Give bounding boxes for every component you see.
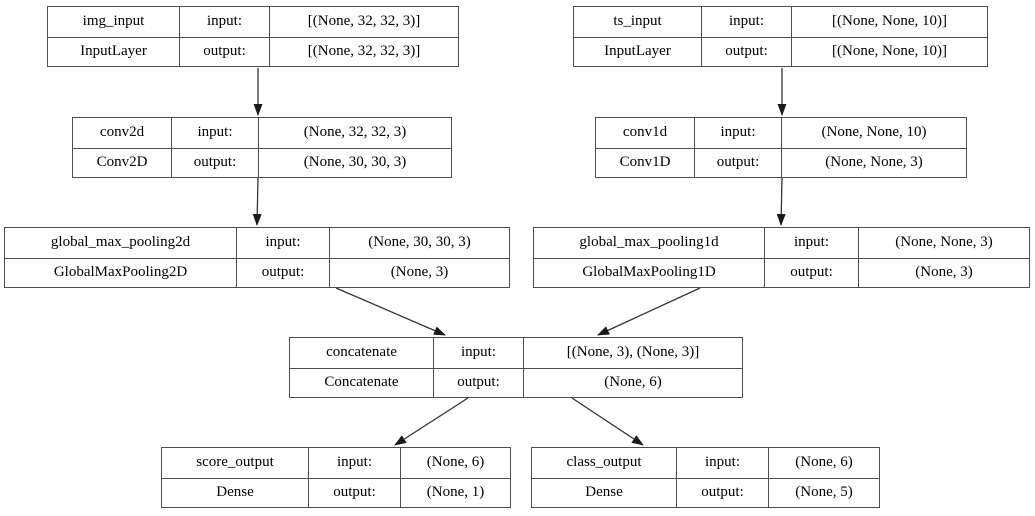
output-label: output: (308, 477, 400, 507)
input-shape: (None, None, 3) (858, 228, 1029, 258)
input-shape: [(None, None, 10)] (791, 7, 987, 37)
output-label: output: (236, 257, 329, 287)
input-shape: (None, 30, 30, 3) (329, 228, 509, 258)
node-conv2d: conv2d input: (None, 32, 32, 3) Conv2D o… (72, 117, 452, 178)
output-shape: (None, 3) (858, 257, 1029, 287)
output-shape: [(None, 32, 32, 3)] (269, 36, 458, 66)
layer-name: class_output (566, 454, 642, 471)
output-shape: (None, 30, 30, 3) (258, 147, 451, 177)
layer-name: concatenate (326, 344, 397, 361)
layer-name: global_max_pooling2d (50, 234, 191, 251)
input-label: input: (676, 448, 768, 478)
layer-name: conv1d (622, 124, 668, 141)
output-label: output: (694, 147, 781, 177)
edge-conv2d-global_max_pooling2d (252, 177, 262, 226)
layer-name: img_input (82, 13, 145, 30)
edge-global_max_pooling2d-concatenate (335, 287, 446, 336)
layer-class: InputLayer (574, 36, 701, 67)
node-concatenate: concatenate input: [(None, 3), (None, 3)… (289, 337, 743, 398)
input-label: input: (171, 118, 258, 148)
node-ts_input: ts_input input: [(None, None, 10)] Input… (573, 6, 988, 67)
output-label: output: (179, 36, 269, 66)
output-label: output: (171, 147, 258, 177)
layer-class: Conv2D (73, 147, 171, 178)
input-label: input: (701, 7, 791, 37)
layer-class: InputLayer (48, 36, 179, 67)
output-shape: [(None, None, 10)] (791, 36, 987, 66)
node-global_max_pooling1d: global_max_pooling1d input: (None, None,… (533, 227, 1030, 288)
input-shape: (None, 6) (400, 448, 510, 478)
layer-class: GlobalMaxPooling2D (5, 257, 236, 288)
layer-class: Concatenate (290, 367, 433, 398)
layer-name: score_output (196, 454, 274, 471)
node-conv1d: conv1d input: (None, None, 10) Conv1D ou… (595, 117, 967, 178)
layer-class: Conv1D (596, 147, 694, 178)
layer-name: global_max_pooling1d (579, 234, 719, 251)
edge-concatenate-score_output (394, 397, 469, 446)
output-shape: (None, 3) (329, 257, 509, 287)
input-label: input: (433, 338, 523, 368)
output-label: output: (764, 257, 858, 287)
output-label: output: (676, 477, 768, 507)
layer-class: GlobalMaxPooling1D (534, 257, 764, 288)
output-shape: (None, 5) (768, 477, 879, 507)
layer-class: Dense (532, 477, 676, 508)
output-label: output: (433, 367, 523, 397)
output-shape: (None, None, 3) (781, 147, 966, 177)
input-label: input: (236, 228, 329, 258)
input-shape: [(None, 32, 32, 3)] (269, 7, 458, 37)
layer-class: Dense (162, 477, 308, 508)
layer-name: ts_input (613, 13, 662, 30)
input-shape: (None, 32, 32, 3) (258, 118, 451, 148)
input-shape: (None, 6) (768, 448, 879, 478)
output-shape: (None, 6) (523, 367, 742, 397)
edge-conv1d-global_max_pooling1d (776, 177, 786, 226)
output-label: output: (701, 36, 791, 66)
input-label: input: (179, 7, 269, 37)
input-label: input: (694, 118, 781, 148)
node-global_max_pooling2d: global_max_pooling2d input: (None, 30, 3… (4, 227, 510, 288)
input-shape: [(None, 3), (None, 3)] (523, 338, 742, 368)
input-label: input: (764, 228, 858, 258)
edge-global_max_pooling1d-concatenate (597, 287, 701, 336)
edge-concatenate-class_output (571, 397, 644, 446)
node-score_output: score_output input: (None, 6) Dense outp… (161, 447, 511, 508)
node-img_input: img_input input: [(None, 32, 32, 3)] Inp… (47, 6, 459, 67)
output-shape: (None, 1) (400, 477, 510, 507)
input-label: input: (308, 448, 400, 478)
node-class_output: class_output input: (None, 6) Dense outp… (531, 447, 880, 508)
input-shape: (None, None, 10) (781, 118, 966, 148)
layer-name: conv2d (99, 124, 145, 141)
